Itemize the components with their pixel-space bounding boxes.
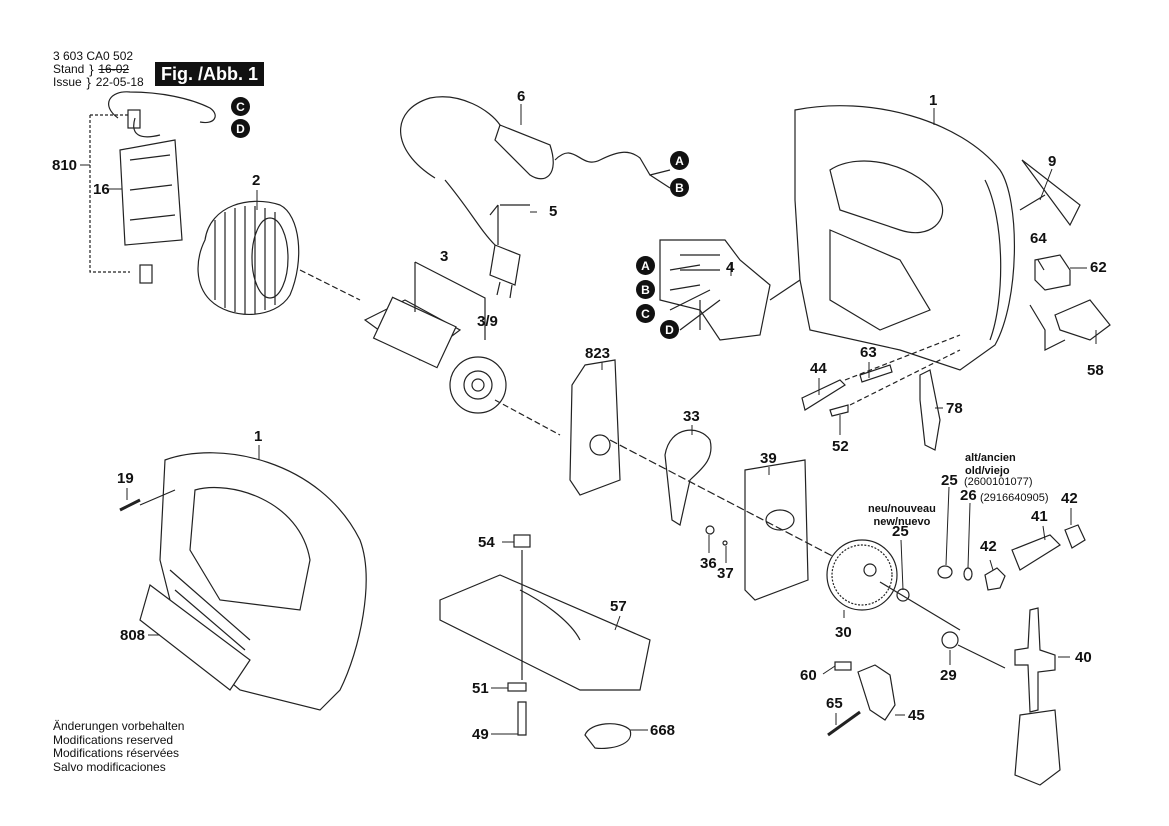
armature <box>363 261 561 436</box>
part-label: 1 <box>254 428 263 445</box>
part-label: 823 <box>585 345 611 362</box>
part-label: 64 <box>1030 230 1047 247</box>
note-line: Änderungen vorbehalten <box>53 719 185 733</box>
issue-date: 22-05-18 <box>95 75 144 89</box>
part-label: 808 <box>120 627 146 644</box>
part-label: 19 <box>117 470 134 487</box>
base-plate-57 <box>439 574 651 691</box>
part-label: 29 <box>940 667 957 684</box>
housing-half-left <box>139 452 367 711</box>
part-label: 44 <box>810 360 827 377</box>
old-heading-line: alt/ancien <box>965 452 1016 464</box>
part-label: 65 <box>826 695 843 712</box>
part-label: 6 <box>517 88 526 105</box>
connector-D: D <box>231 119 250 138</box>
figure-label: Fig. /Abb. 1 <box>155 62 264 86</box>
part-label: 52 <box>832 438 849 455</box>
brace: } <box>89 62 94 77</box>
field-coil-stator <box>197 200 300 316</box>
part-9 <box>1021 159 1081 227</box>
old-26-code: (2916640905) <box>980 492 1049 504</box>
part-label: 30 <box>835 624 852 641</box>
old-date: 16-02 <box>98 62 130 76</box>
part-label: 60 <box>800 667 817 684</box>
part-label: 54 <box>478 534 495 551</box>
note-line: Salvo modificaciones <box>53 759 166 774</box>
brush-holder-assembly <box>89 91 216 284</box>
part-label: 78 <box>946 400 963 417</box>
part-label: 49 <box>472 726 489 743</box>
note-line: Modifications reserved <box>53 732 174 747</box>
stand-label: Stand <box>53 62 85 76</box>
issue-label: Issue <box>53 75 82 89</box>
note-line: Modifications réservées <box>53 746 180 760</box>
part-label: 33 <box>683 408 700 425</box>
connector-B: B <box>670 178 689 197</box>
new-variant-heading: neu/nouveau new/nuevo <box>868 503 936 529</box>
old-heading-line: old/viejo <box>965 465 1010 477</box>
part-label: 58 <box>1087 362 1104 379</box>
housing-half-right <box>794 105 1046 371</box>
part-label: 63 <box>860 344 877 361</box>
part-label: 668 <box>650 722 676 739</box>
blade-holder-40 <box>1014 607 1056 713</box>
part-label: 37 <box>717 565 734 582</box>
connector-C: C <box>231 97 250 116</box>
part-label: 39 <box>760 450 777 467</box>
washer-25-old <box>937 565 953 579</box>
part-label: 42 <box>1061 490 1078 507</box>
part-label: 45 <box>908 707 925 724</box>
part-label: 810 <box>52 157 78 174</box>
part-label: 9 <box>1048 153 1057 170</box>
part-label: 4 <box>726 259 735 276</box>
connector-A: A <box>670 151 689 170</box>
part-label: 42 <box>980 538 997 555</box>
part-label: 57 <box>610 598 627 615</box>
part-label: 25 <box>892 523 909 540</box>
connector-D: D <box>660 320 679 339</box>
document-header: 3 603 CA0 502 Stand } 16-02 Issue } 22-0… <box>53 49 144 90</box>
gear-30 <box>826 539 898 611</box>
part-label: 16 <box>93 181 110 198</box>
new-heading-line: new/nuevo <box>873 516 931 528</box>
part-label: 1 <box>929 92 938 109</box>
modification-notes: Änderungen vorbehalten Modifications res… <box>53 719 185 774</box>
lever-33 <box>664 429 712 526</box>
old-25-code: (2600101077) <box>964 476 1033 488</box>
new-heading-line: neu/nouveau <box>868 503 936 515</box>
part-label: 62 <box>1090 259 1107 276</box>
brace: } <box>86 75 91 90</box>
part-label: 3/9 <box>477 313 498 330</box>
part-number: 3 603 CA0 502 <box>53 49 134 63</box>
part-label: 40 <box>1075 649 1092 666</box>
connector-B: B <box>636 280 655 299</box>
connector-A: A <box>636 256 655 275</box>
plate-823 <box>569 359 621 496</box>
part-label: 36 <box>700 555 717 572</box>
part-label: 3 <box>440 248 449 265</box>
part-label: 41 <box>1031 508 1048 525</box>
part-label: 5 <box>549 203 558 220</box>
part-label: 2 <box>252 172 261 189</box>
switch <box>659 239 816 341</box>
old-variant-heading: alt/ancien old/viejo <box>965 452 1016 478</box>
part-label: 51 <box>472 680 489 697</box>
part-label: 26 <box>960 487 977 504</box>
part-label: 25 <box>941 472 958 489</box>
washer-25-new <box>896 588 910 602</box>
connector-C: C <box>636 304 655 323</box>
power-cord <box>400 96 671 299</box>
